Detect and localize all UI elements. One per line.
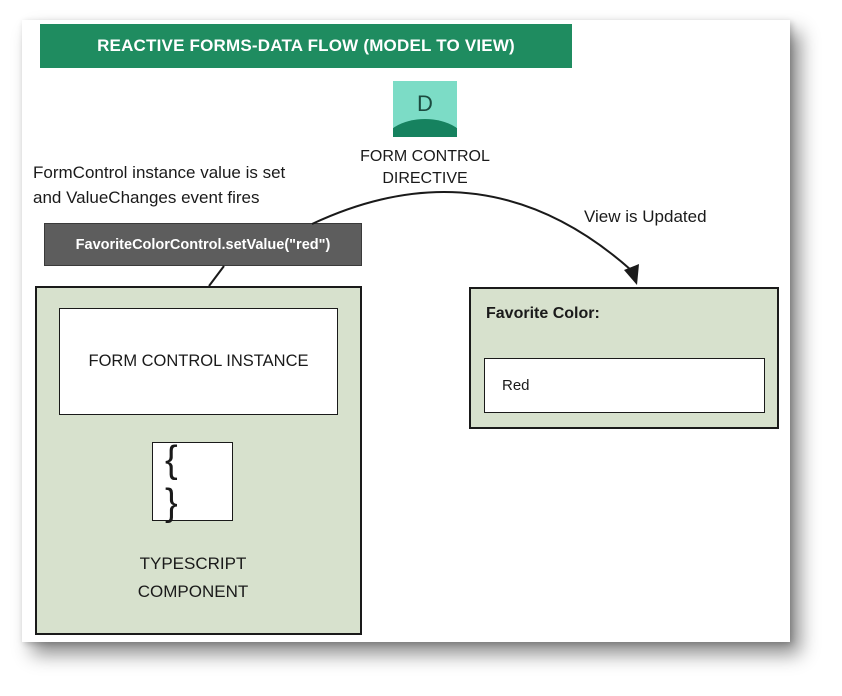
- directive-label-line1: FORM CONTROL: [360, 148, 490, 165]
- directive-d-icon: D: [393, 81, 457, 137]
- model-update-line2: and ValueChanges event fires: [33, 188, 260, 207]
- setvalue-code-box: FavoriteColorControl.setValue("red"): [44, 223, 362, 266]
- arrow-icon: [624, 264, 639, 285]
- directive-label: FORM CONTROL DIRECTIVE: [346, 146, 504, 190]
- directive-badge-wave: [393, 119, 457, 137]
- diagram-title: REACTIVE FORMS-DATA FLOW (MODEL TO VIEW): [40, 24, 572, 68]
- ts-label-line2: COMPONENT: [137, 582, 249, 601]
- view-updated-label: View is Updated: [584, 207, 707, 226]
- directive-badge-letter: D: [417, 91, 433, 116]
- favorite-color-label: Favorite Color:: [486, 305, 600, 322]
- model-update-line1: FormControl instance value is set: [33, 163, 286, 182]
- data-flow-arrow: [311, 191, 632, 271]
- favorite-color-field: Red: [484, 358, 765, 413]
- braces-icon: { }: [152, 439, 233, 524]
- directive-label-line2: DIRECTIVE: [382, 170, 468, 187]
- typescript-component-label: TYPESCRIPT COMPONENT: [105, 550, 281, 606]
- ts-label-line1: TYPESCRIPT: [139, 554, 247, 573]
- model-update-description: FormControl instance value is set and Va…: [33, 160, 353, 210]
- form-control-instance-box: FORM CONTROL INSTANCE: [59, 308, 338, 415]
- connector-line: [208, 265, 225, 287]
